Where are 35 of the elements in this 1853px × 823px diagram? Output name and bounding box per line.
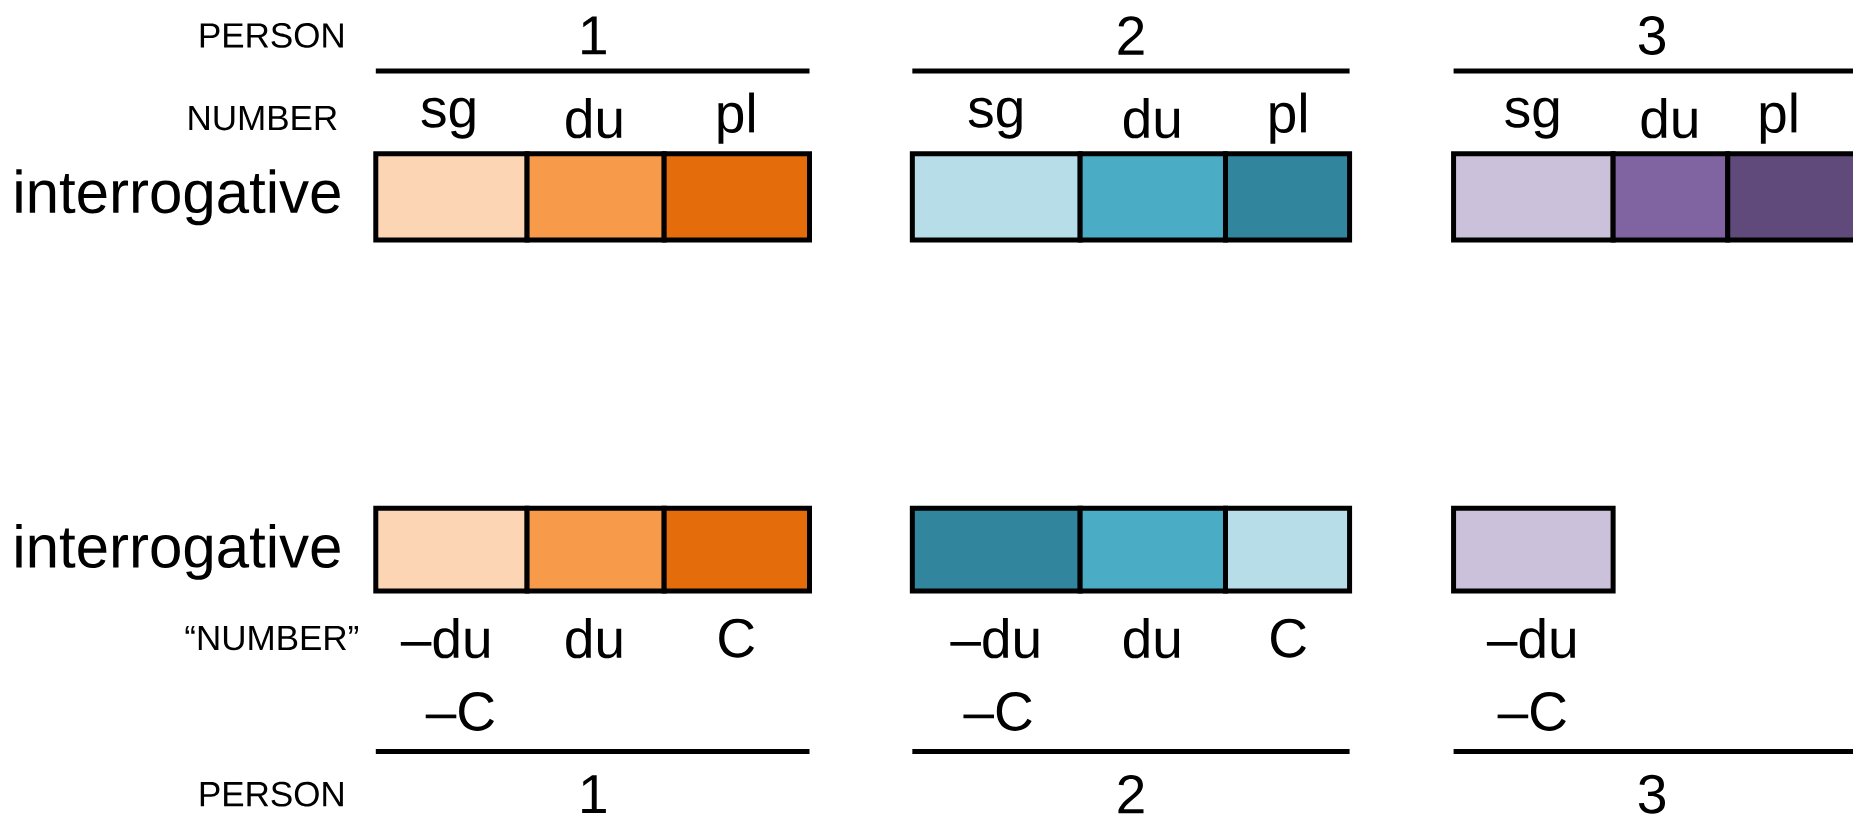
color-cell bbox=[1451, 505, 1616, 594]
paradigm-label: du bbox=[1123, 617, 1180, 659]
paradigm-label: sg bbox=[421, 97, 475, 139]
paradigm-label: du bbox=[1123, 97, 1180, 139]
paradigm-label: pl bbox=[718, 92, 754, 144]
paradigm-label: NUMBER bbox=[189, 105, 337, 131]
paradigm-label: 3 bbox=[1638, 15, 1665, 55]
color-cell bbox=[1223, 505, 1353, 594]
paradigm-label: PERSON bbox=[200, 781, 343, 807]
color-cell bbox=[661, 151, 812, 243]
paradigm-label: PERSON bbox=[200, 23, 343, 48]
paradigm-label: 1 bbox=[582, 16, 606, 55]
color-cell bbox=[1223, 151, 1353, 243]
paradigm-label: 2 bbox=[1118, 16, 1144, 55]
paradigm-label: 2 bbox=[1118, 774, 1144, 814]
paradigm-label: du bbox=[566, 97, 622, 139]
paradigm-label: sg bbox=[968, 97, 1022, 139]
paradigm-label: C bbox=[719, 618, 754, 658]
paradigm-label: –du bbox=[950, 617, 1039, 659]
paradigm-label: du bbox=[566, 617, 622, 659]
paradigm-label: C bbox=[1271, 618, 1306, 658]
paradigm-label: sg bbox=[1505, 97, 1559, 139]
paradigm-label: du bbox=[1641, 97, 1697, 139]
paradigm-label: –du bbox=[1486, 617, 1575, 659]
color-cell bbox=[661, 505, 812, 594]
paradigm-label: –C bbox=[963, 691, 1032, 731]
paradigm-label: 1 bbox=[582, 775, 606, 814]
paradigm-label: pl bbox=[1270, 92, 1306, 144]
paradigm-label: 3 bbox=[1638, 774, 1665, 814]
paradigm-label: –C bbox=[425, 691, 494, 731]
paradigm-label: pl bbox=[1760, 92, 1797, 144]
color-cell bbox=[1725, 151, 1853, 243]
paradigm-label: –C bbox=[1497, 691, 1566, 731]
paradigm-label: “NUMBER” bbox=[185, 625, 358, 651]
paradigm-label: –du bbox=[400, 617, 489, 659]
